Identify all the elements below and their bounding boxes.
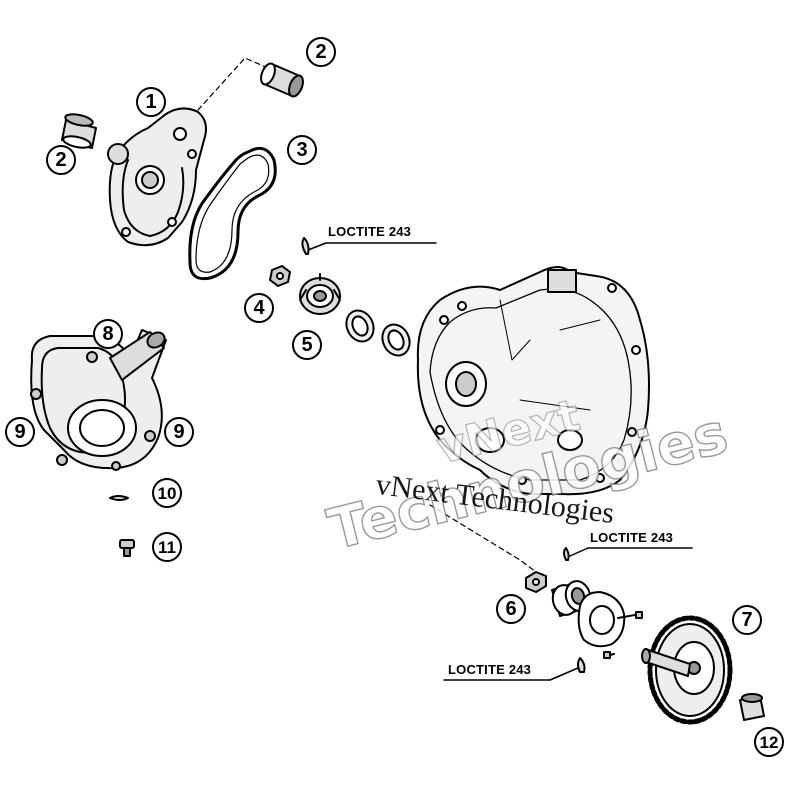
sleeve-left [61, 113, 97, 149]
callout-7: 7 [732, 605, 762, 635]
bolts-part [603, 611, 643, 659]
bushing-part [739, 693, 765, 721]
callout-6: 6 [496, 594, 526, 624]
pump-cover-part [107, 107, 207, 247]
callout-4: 4 [244, 293, 274, 323]
nut-part-6 [525, 571, 547, 593]
loctite-label-2: LOCTITE 243 [590, 530, 674, 545]
callout-10: 10 [152, 478, 182, 508]
nut-part [269, 265, 291, 287]
callout-2-left: 2 [46, 145, 76, 175]
callout-1: 1 [136, 87, 166, 117]
callout-9-right: 9 [164, 417, 194, 447]
loctite-drop-2 [563, 547, 570, 561]
impeller-part [299, 273, 341, 315]
engine-case-part [416, 266, 650, 496]
loctite-drop-1 [301, 237, 310, 255]
callout-8: 8 [93, 319, 123, 349]
callout-12: 12 [754, 727, 784, 757]
callout-9-left: 9 [5, 417, 35, 447]
washer-part [109, 495, 129, 501]
loctite-label-1: LOCTITE 243 [328, 224, 412, 239]
loctite-drop-3 [577, 657, 586, 673]
callout-11: 11 [152, 532, 182, 562]
loctite-label-3: LOCTITE 243 [448, 662, 532, 677]
seal-ring-b [381, 323, 411, 357]
o-ring-gasket [188, 146, 277, 281]
gear-part [641, 615, 733, 725]
loctite-pointers [307, 242, 693, 681]
screw-part [119, 539, 135, 557]
callout-5: 5 [292, 330, 322, 360]
callout-2-top: 2 [306, 37, 336, 67]
sleeve-top [260, 62, 304, 98]
seal-ring-a [345, 309, 375, 343]
gasket-part [577, 591, 626, 648]
pump-housing-part [30, 329, 167, 471]
callout-3: 3 [287, 135, 317, 165]
